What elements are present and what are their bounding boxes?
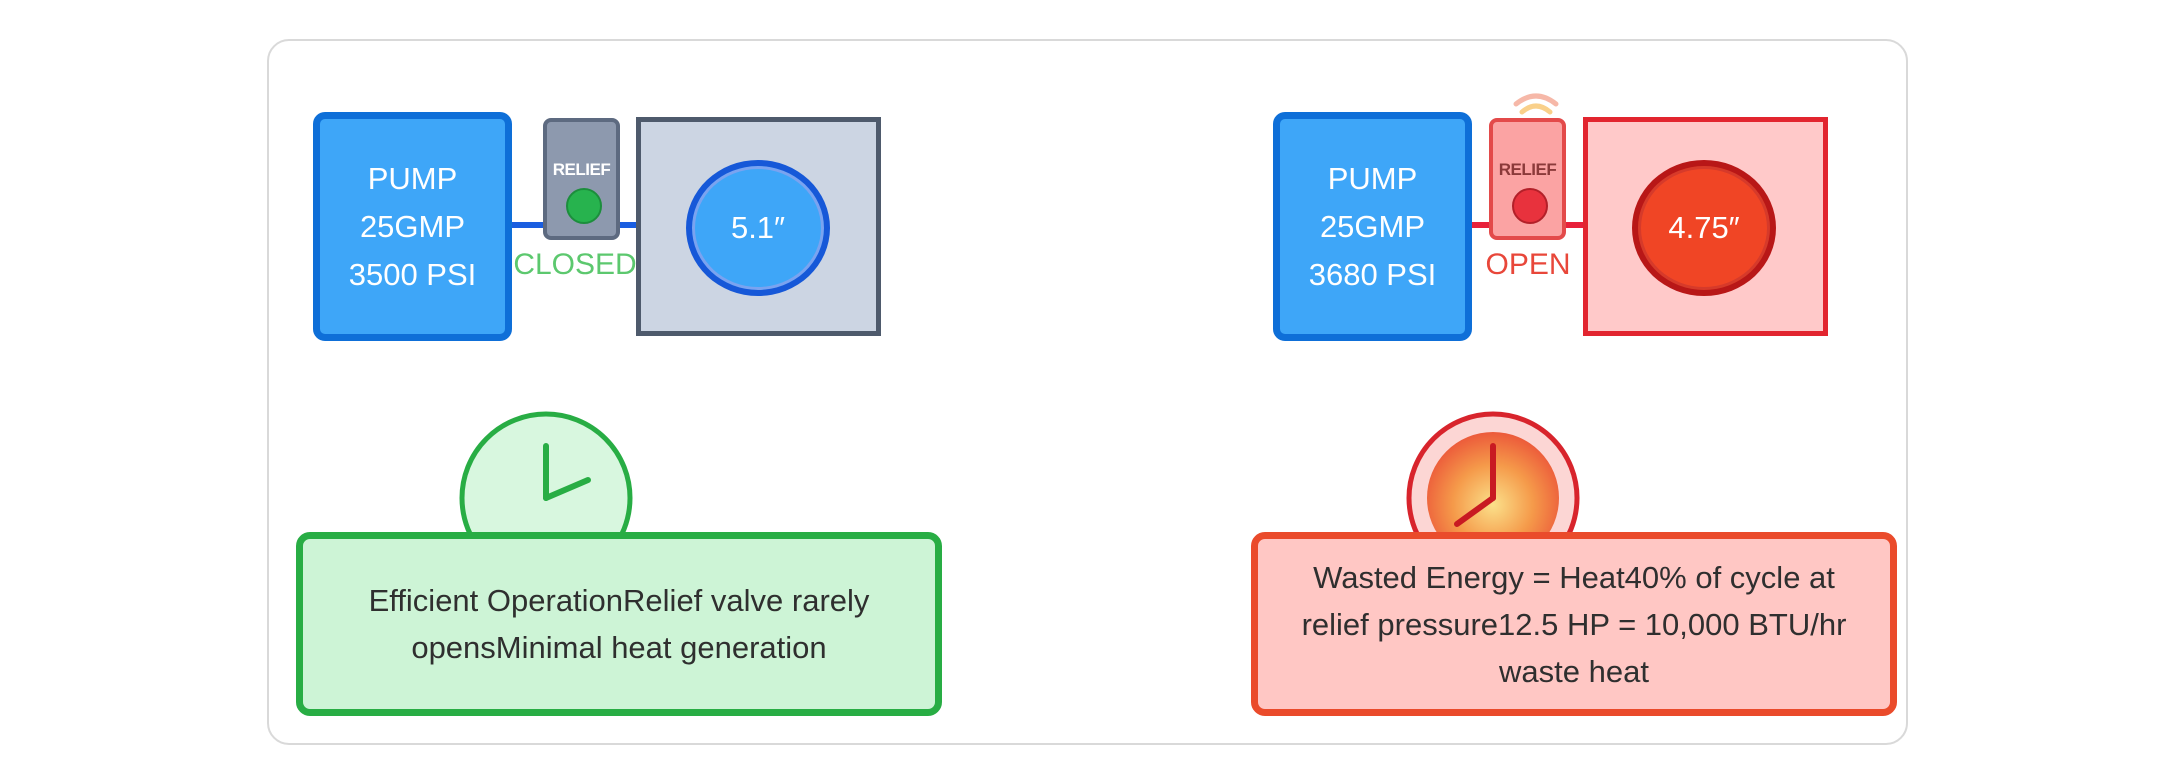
fault-cylinder-value: 4.75″ <box>1668 210 1740 245</box>
fault-info-box: Wasted Energy = Heat40% of cycle at reli… <box>1251 532 1897 716</box>
fault-relief-label: RELIEF <box>1498 160 1557 179</box>
fault-relief-indicator <box>1511 188 1548 224</box>
normal-relief-valve: RELIEF <box>543 118 620 240</box>
fault-relief-state: OPEN <box>1485 248 1571 281</box>
normal-info-box: Efficient OperationRelief valve rarely o… <box>296 532 942 716</box>
fault-cylinder-piston: 4.75″ <box>1632 160 1776 296</box>
fault-pump: PUMP 25GMP 3680 PSI <box>1273 112 1472 341</box>
fault-pump-pressure: 3680 PSI <box>1308 256 1437 292</box>
fault-relief-valve: RELIEF <box>1489 118 1566 240</box>
normal-relief-label: RELIEF <box>552 160 611 179</box>
normal-pump: PUMP 25GMP 3500 PSI <box>313 112 512 341</box>
normal-relief-state: CLOSED <box>513 248 637 281</box>
heat-wave-icon <box>1513 93 1559 115</box>
fault-pipe-right <box>1566 222 1586 228</box>
normal-cylinder-value: 5.1″ <box>730 210 786 245</box>
fault-info-text: Wasted Energy = Heat40% of cycle at reli… <box>1301 559 1847 689</box>
normal-cylinder-piston: 5.1″ <box>686 160 830 296</box>
fault-pump-label: PUMP <box>1327 160 1418 196</box>
fault-pipe-left <box>1472 222 1490 228</box>
normal-pipe-left <box>512 222 544 228</box>
normal-pump-flow: 25GMP <box>359 208 466 244</box>
normal-pipe-right <box>620 222 640 228</box>
normal-pump-label: PUMP <box>367 160 458 196</box>
fault-pump-flow: 25GMP <box>1319 208 1426 244</box>
normal-relief-indicator <box>565 188 602 224</box>
normal-info-text: Efficient OperationRelief valve rarely o… <box>368 583 870 665</box>
normal-pump-pressure: 3500 PSI <box>348 256 477 292</box>
